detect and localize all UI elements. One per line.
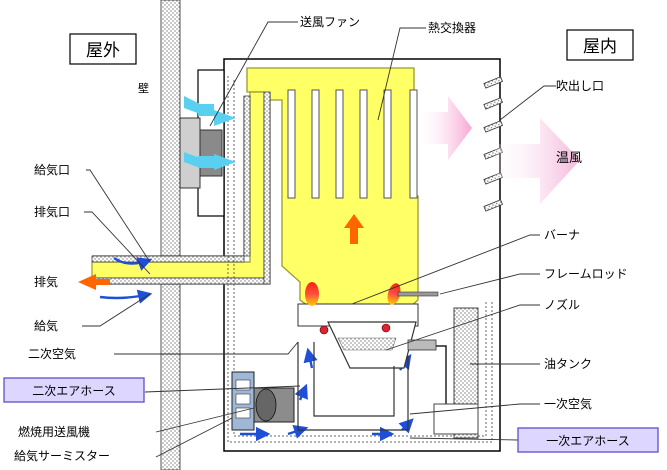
oil-pump <box>433 403 479 435</box>
label-exhaust-port: 排気口 <box>34 204 70 219</box>
igniter-left <box>319 325 329 335</box>
airflow-arrows <box>99 256 414 442</box>
indoor-label: 屋内 <box>583 37 617 57</box>
flame-rod <box>397 291 439 297</box>
label-primary-air: 一次空気 <box>544 396 592 411</box>
label-outlet: 吹出し口 <box>556 79 604 93</box>
label-intake-thermistor: 給気サーミスター <box>14 448 110 463</box>
nozzle-assembly <box>407 339 437 351</box>
warm-air-arrow-2 <box>495 118 580 204</box>
exhaust-arrow <box>78 274 110 290</box>
label-oil-tank: 油タンク <box>544 357 592 371</box>
pipe-band <box>91 255 245 263</box>
burner-grid <box>337 337 397 351</box>
heat-exchanger-fins <box>287 89 418 199</box>
label-warm-air: 温風 <box>556 151 582 166</box>
label-nozzle: ノズル <box>544 297 580 312</box>
label-burner: バーナ <box>544 228 580 242</box>
label-primary-air-hose: 一次エアホース <box>546 434 629 448</box>
igniter-right <box>381 323 391 333</box>
wall-label: 壁 <box>138 81 149 95</box>
label-flame-rod: フレームロッド <box>544 267 628 281</box>
outdoor-box <box>69 33 137 65</box>
secondary-air-hose-box <box>3 377 145 403</box>
blower-fan <box>179 96 236 189</box>
label-secondary-air-hose: 二次エアホース <box>32 384 115 398</box>
label-heat-exchanger: 熱交換器 <box>428 20 476 35</box>
wall-section <box>160 0 181 470</box>
heat-rise-arrow <box>344 214 364 244</box>
label-intake: 給気 <box>34 318 58 333</box>
diagram-labels: 送風ファン 熱交換器 吹出し口 温風 給気口 排気口 排気 給気 二次空気 燃焼… <box>14 14 628 463</box>
outdoor-label: 屋外 <box>86 41 120 61</box>
flame-left <box>305 282 319 306</box>
label-combustion-blower: 燃焼用送風機 <box>18 424 90 439</box>
pipe-band-vertical <box>243 95 251 257</box>
indoor-box <box>566 29 634 61</box>
air-passage <box>227 76 493 443</box>
label-secondary-air: 二次空気 <box>28 346 76 361</box>
pipe-band-lower <box>91 277 269 285</box>
label-intake-port: 給気口 <box>34 162 70 177</box>
primary-air-hose-box <box>517 427 659 453</box>
label-blower-fan: 送風ファン <box>300 14 360 29</box>
leader-lines <box>82 21 556 458</box>
label-exhaust: 排気 <box>34 274 58 289</box>
warm-air-arrow-1 <box>420 96 472 160</box>
pipe-band-vertical-r <box>263 91 271 285</box>
blower-rotor <box>255 388 277 422</box>
